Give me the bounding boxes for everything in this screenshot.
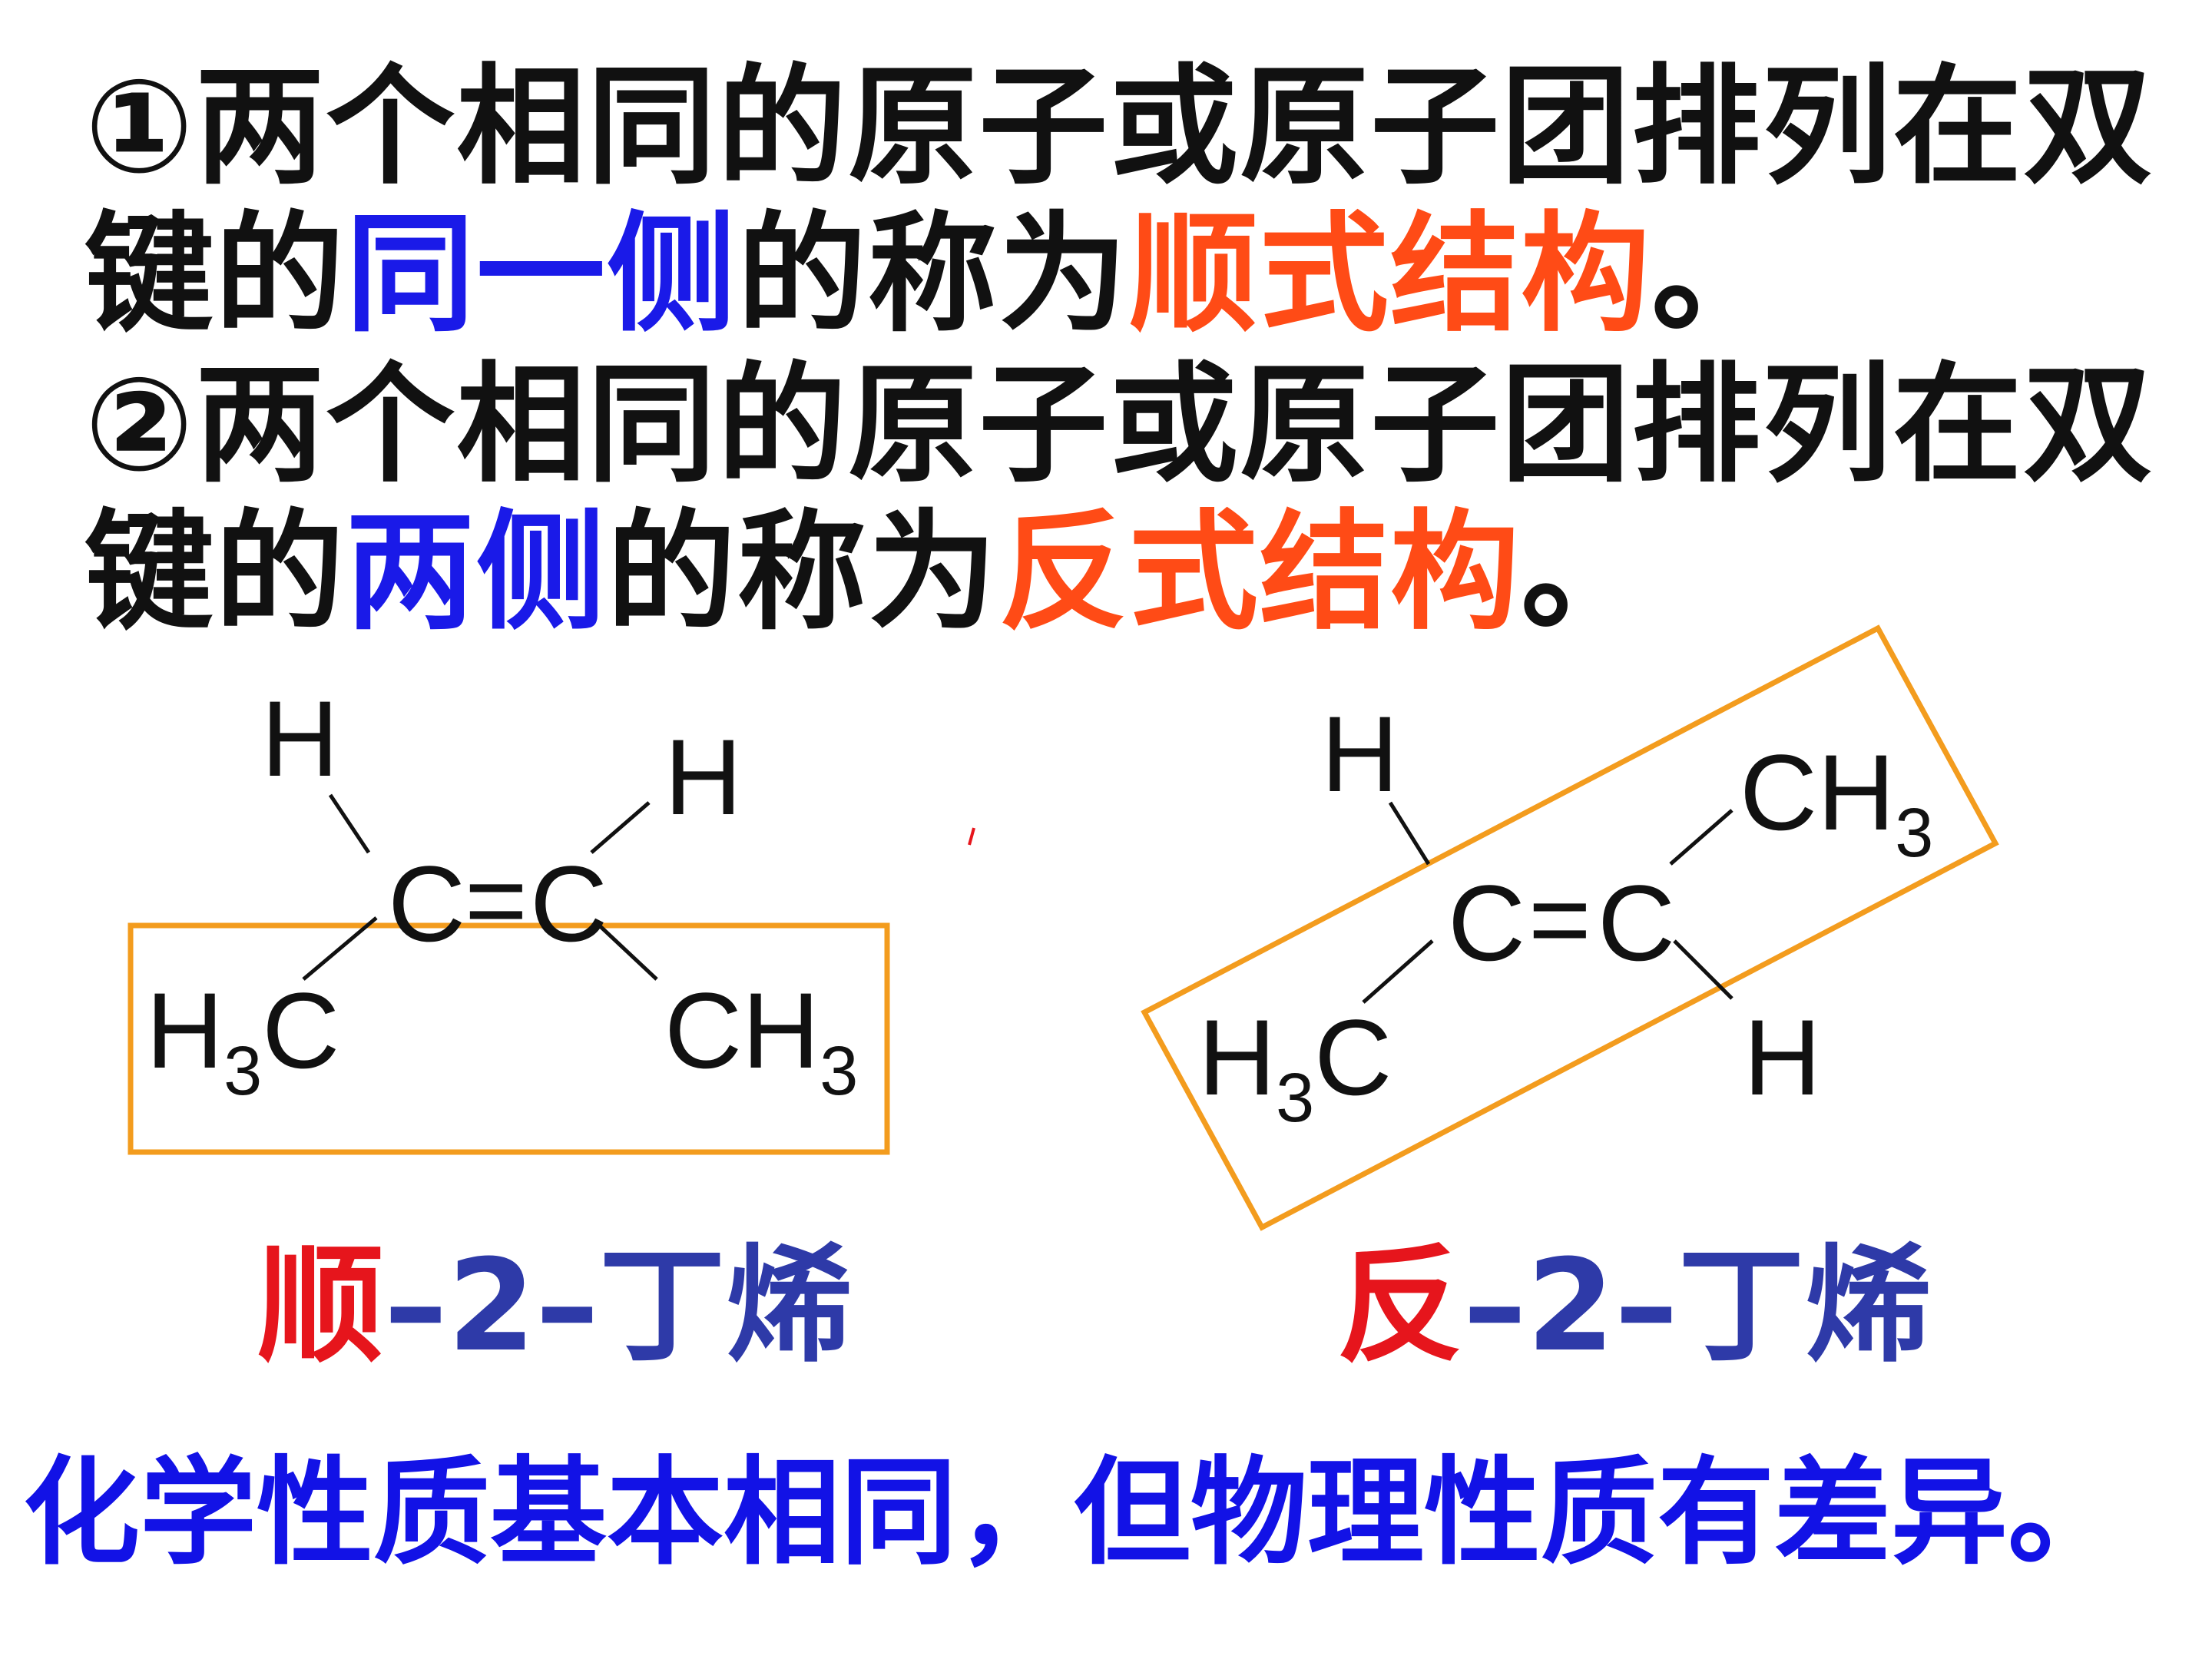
cis-left-group-sub: 3 xyxy=(224,1033,262,1110)
cis-left-group-h: H xyxy=(146,970,224,1091)
trans-name-prefix: 反 xyxy=(1336,1232,1463,1379)
trans-left-group-h: H xyxy=(1198,997,1276,1118)
trans-prefix: 键的 xyxy=(84,497,346,647)
cis-side-emphasis: 同一侧 xyxy=(346,199,737,349)
cis-left-group-c: C xyxy=(262,970,339,1091)
cis-end: 。 xyxy=(1651,199,1782,349)
cis-double-bond: = xyxy=(465,839,528,960)
trans-carbon-right: C xyxy=(1598,863,1675,983)
trans-term: 反式结构 xyxy=(998,497,1521,647)
trans-left-group-c: C xyxy=(1314,997,1392,1118)
cis-name-prefix: 顺 xyxy=(257,1232,384,1379)
bond-trans-ch3-top-right xyxy=(1669,809,1734,866)
trans-side-emphasis: 两侧 xyxy=(346,497,607,647)
bond-cis-h-top-left xyxy=(328,793,371,854)
cis-term: 顺式结构 xyxy=(1129,199,1651,349)
cis-carbon-left: C xyxy=(388,843,465,964)
trans-top-left-h: H xyxy=(1321,694,1399,814)
trans-compound-name: 反–2–丁烯 xyxy=(1336,1237,1932,1375)
cis-top-left-h: H xyxy=(261,678,339,799)
trans-2-butene-structure: H CH3 C = C H3C H xyxy=(1141,624,1999,1231)
bond-cis-h-top-right xyxy=(590,801,651,854)
cis-right-group: CH3 xyxy=(664,970,858,1110)
trans-definition-line-1: ②两个相同的原子或原子团排列在双 xyxy=(84,352,2154,498)
trans-double-bond: = xyxy=(1528,859,1591,979)
trans-highlight-box xyxy=(1141,624,1999,1231)
cis-definition-line-1: ①两个相同的原子或原子团排列在双 xyxy=(84,54,2154,200)
cis-prefix: 键的 xyxy=(84,199,346,349)
trans-name-rest: –2–丁烯 xyxy=(1463,1232,1932,1379)
trans-definition-line-2: 键的两侧的称为反式结构。 xyxy=(84,499,1651,645)
bond-cis-ch3-right xyxy=(594,920,658,981)
trans-top-right-ch: CH xyxy=(1740,732,1895,853)
trans-left-group-sub: 3 xyxy=(1276,1060,1314,1137)
cis-middle: 的称为 xyxy=(737,199,1129,349)
bond-trans-ch3-left xyxy=(1362,939,1434,1004)
cis-highlight-box xyxy=(127,922,890,1155)
cis-definition-line-2: 键的同一侧的称为顺式结构。 xyxy=(84,201,1782,347)
trans-middle: 的称为 xyxy=(607,497,998,647)
bond-trans-h-bottom-right xyxy=(1673,939,1734,1000)
cis-right-group-ch: CH xyxy=(664,970,820,1091)
trans-end: 。 xyxy=(1521,497,1651,647)
bond-trans-h-top-left xyxy=(1388,801,1431,866)
trans-carbon-left: C xyxy=(1448,863,1525,983)
trans-bottom-right-h: H xyxy=(1743,997,1821,1118)
conclusion-text: 化学性质基本相同，但物理性质有差异。 xyxy=(23,1445,2124,1581)
cis-2-butene-structure: H H C = C H3C CH3 xyxy=(127,678,890,1155)
bond-cis-ch3-left xyxy=(302,916,378,981)
trans-definition-text: ②两个相同的原子或原子团排列在双 xyxy=(84,349,2154,500)
trans-top-right-sub: 3 xyxy=(1895,795,1933,872)
cis-carbon-right: C xyxy=(530,843,608,964)
cis-compound-name: 顺–2–丁烯 xyxy=(257,1237,853,1375)
cis-definition-text: ①两个相同的原子或原子团排列在双 xyxy=(84,51,2154,202)
cis-left-group: H3C xyxy=(146,970,339,1110)
cis-right-group-sub: 3 xyxy=(820,1033,858,1110)
cis-top-right-h: H xyxy=(664,717,742,837)
trans-top-right-group: CH3 xyxy=(1740,732,1933,872)
cis-name-rest: –2–丁烯 xyxy=(384,1232,853,1379)
stray-mark xyxy=(968,827,975,846)
trans-left-group: H3C xyxy=(1198,997,1392,1137)
